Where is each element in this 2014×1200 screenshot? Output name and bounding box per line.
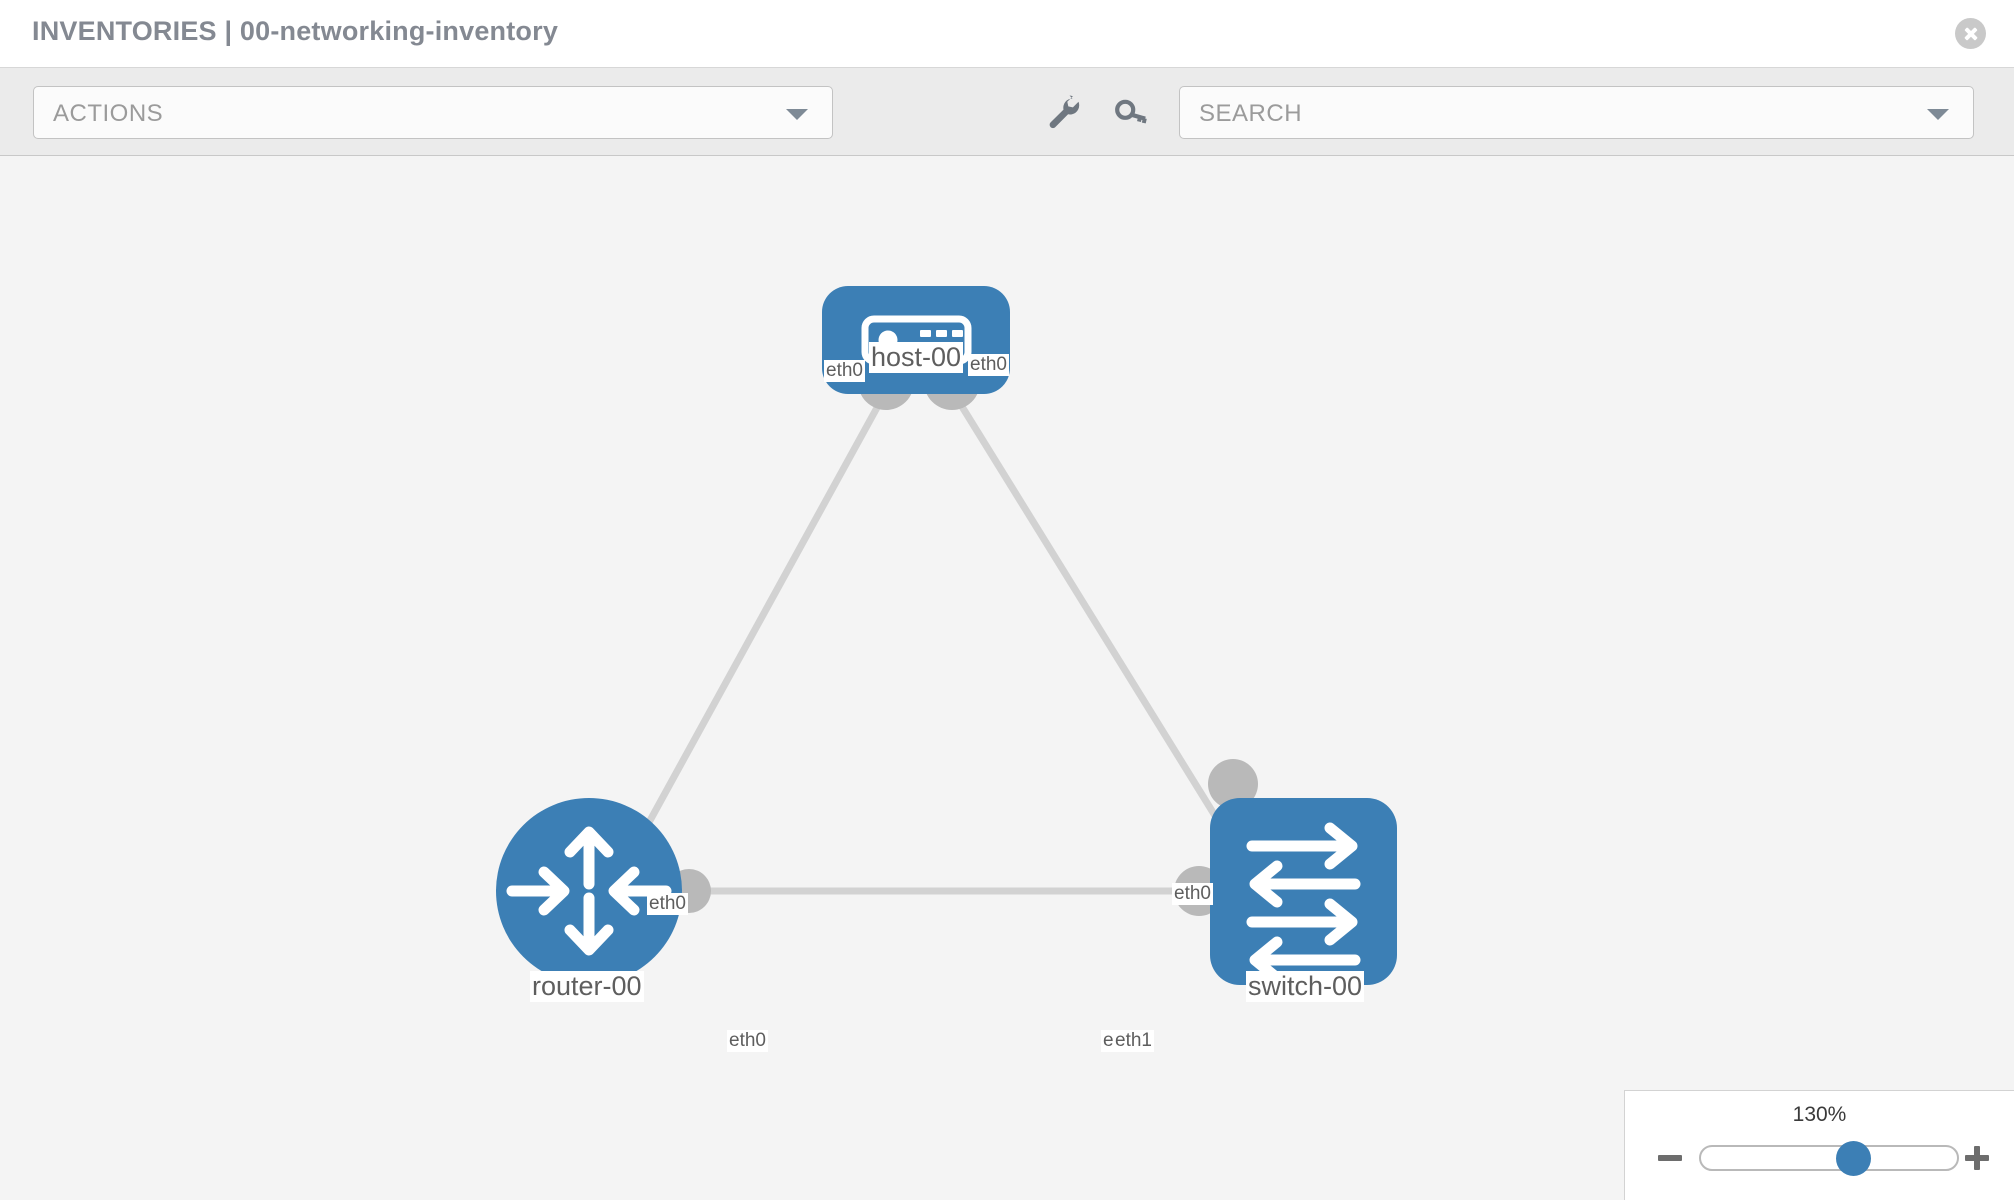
- minus-icon[interactable]: [1655, 1143, 1685, 1173]
- zoom-level-label: 130%: [1792, 1103, 1847, 1126]
- zoom-slider-handle[interactable]: [1836, 1141, 1871, 1176]
- zoom-slider[interactable]: [1699, 1141, 1959, 1176]
- edge-label-router-right: eth0: [727, 1030, 768, 1052]
- node-label-switch-00: switch-00: [1246, 971, 1365, 1002]
- connector-switch-top: [1208, 759, 1258, 809]
- wrench-icon[interactable]: [1041, 90, 1085, 134]
- topology-canvas[interactable]: host-00 router-00 switch-00 eth0 eth0 et…: [0, 156, 2014, 1200]
- node-label-router-00: router-00: [530, 971, 644, 1002]
- zoom-control-panel: 130%: [1624, 1090, 2014, 1200]
- edge-label-switch-left-b: eth1: [1113, 1030, 1154, 1052]
- toolbar: ACTIONS SEARCH: [0, 68, 2014, 156]
- node-router-00-hit[interactable]: [496, 798, 682, 984]
- chevron-down-icon[interactable]: [1927, 109, 1949, 120]
- key-icon[interactable]: [1109, 90, 1153, 134]
- edge-label-host-left: eth0: [824, 360, 865, 382]
- node-switch-00: [1210, 798, 1397, 985]
- edge-label-router-up: eth0: [647, 893, 688, 915]
- router-arrows-icon: [506, 826, 672, 956]
- search-placeholder: SEARCH: [1199, 100, 1303, 127]
- page-header: INVENTORIES | 00-networking-inventory: [0, 0, 2014, 68]
- node-switch-00-hit[interactable]: [1210, 798, 1397, 985]
- plus-icon[interactable]: [1962, 1143, 1992, 1173]
- actions-dropdown-label: ACTIONS: [53, 100, 164, 127]
- edge-host-router: [621, 382, 894, 868]
- actions-dropdown[interactable]: ACTIONS: [33, 86, 833, 139]
- node-router-00: [496, 798, 682, 984]
- search-input[interactable]: SEARCH: [1179, 86, 1974, 139]
- edge-label-host-right: eth0: [968, 354, 1009, 376]
- node-host-00-hit[interactable]: [822, 286, 1010, 394]
- page-title: INVENTORIES | 00-networking-inventory: [32, 16, 559, 46]
- chevron-down-icon: [786, 109, 808, 120]
- node-label-host-00: host-00: [869, 342, 964, 373]
- close-icon[interactable]: [1955, 18, 1986, 49]
- edge-label-switch-up: eth0: [1172, 883, 1213, 905]
- edge-host-switch: [945, 382, 1246, 863]
